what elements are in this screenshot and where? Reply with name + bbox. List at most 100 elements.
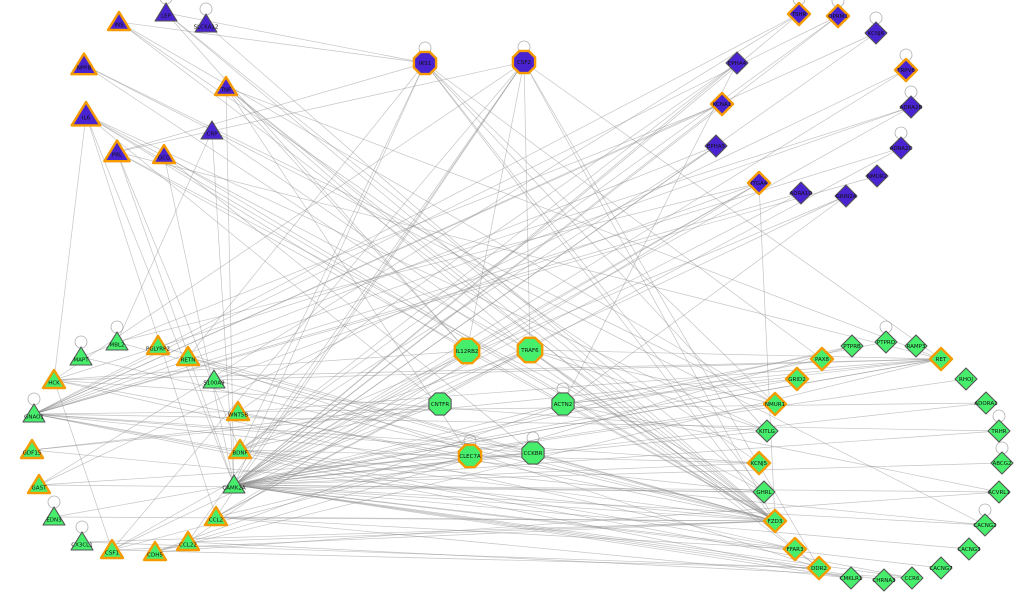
edge-ITGA4-CAMK2A	[233, 182, 760, 486]
node-KCNJ5[interactable]: KCNJ5	[746, 450, 772, 476]
node-shape	[762, 508, 788, 534]
node-INS[interactable]: INS	[106, 10, 132, 32]
node-CACNG7[interactable]: CACNG7	[929, 556, 953, 580]
node-GNAO1[interactable]: GNAO1	[22, 403, 46, 423]
node-shape	[746, 450, 772, 476]
node-shape	[900, 566, 924, 590]
node-RHOJ[interactable]: RHOJ	[954, 367, 978, 391]
edge-TRPV6-CAMK2A	[233, 69, 907, 486]
edge-CRP-MBL2	[116, 130, 213, 343]
edge-ITGA4-MBL2	[116, 182, 760, 343]
node-WNT5B[interactable]: WNT5B	[225, 400, 251, 422]
edge-PRL-FZD3	[116, 151, 776, 522]
edge-BDNF-FZD3	[239, 449, 776, 522]
node-ITGA4[interactable]: ITGA4	[746, 170, 772, 196]
node-CHRNA3[interactable]: CHRNA3	[872, 568, 896, 592]
edge-GDF15-FZD3	[31, 449, 776, 522]
node-LEP[interactable]: LEP	[154, 2, 178, 22]
node-shape	[175, 530, 201, 552]
node-ADRA2B[interactable]: ADRA2B	[899, 95, 923, 119]
node-CCR6[interactable]: CCR6	[900, 566, 924, 590]
node-shape	[755, 419, 779, 443]
node-ACVRL1[interactable]: ACVRL1	[987, 480, 1011, 504]
node-GRID2[interactable]: GRID2	[784, 366, 810, 392]
self-loop-MBL2	[110, 320, 124, 334]
edge-EPHA4-BDNF	[239, 62, 738, 451]
node-CX3CL1[interactable]: CX3CL1	[70, 531, 94, 551]
edge-CSF2-HCK	[53, 61, 525, 381]
node-ADRA1D[interactable]: ADRA1D	[789, 181, 813, 205]
node-CACNG2[interactable]: CACNG2	[973, 513, 997, 537]
node-CLEC7A[interactable]: CLEC7A	[457, 443, 483, 469]
node-RET[interactable]: RET	[928, 346, 954, 372]
node-NPPB[interactable]: NPPB	[70, 52, 98, 76]
edge-CCL22-FZD3	[187, 520, 776, 543]
edge-RETN-DDR2	[187, 356, 820, 569]
node-MBL2[interactable]: MBL2	[105, 331, 129, 351]
node-CCL22[interactable]: CCL22	[175, 530, 201, 552]
node-ADRA2C[interactable]: ADRA2C	[889, 136, 913, 160]
node-GHRL[interactable]: GHRL	[752, 480, 776, 504]
edge-IL12RB2-CCL22	[187, 350, 468, 543]
node-GAST[interactable]: GAST	[26, 473, 52, 495]
node-shape	[145, 334, 171, 356]
node-MAPT[interactable]: MAPT	[69, 346, 93, 366]
edge-GRIN2A-BDNF	[239, 195, 847, 451]
edge-GRIN2A-CAMK2A	[233, 195, 847, 486]
node-IL6[interactable]: IL6	[70, 100, 102, 127]
node-shape	[987, 419, 1011, 443]
edge-CAMK2A-CHRNA3	[233, 484, 885, 581]
node-EPHA4[interactable]: EPHA4	[725, 51, 749, 75]
node-PRL[interactable]: PRL	[103, 139, 131, 163]
node-ACTN2[interactable]: ACTN2	[551, 392, 575, 416]
node-CCKBR[interactable]: CCKBR	[521, 441, 545, 465]
edge-MAPT-FZD3	[80, 356, 776, 522]
node-S100A9[interactable]: S100A9	[202, 369, 226, 389]
edge-CAMK2A-TRHR	[233, 430, 1000, 486]
node-TRHR[interactable]: TRHR	[987, 419, 1011, 443]
node-IL12RB2[interactable]: IL12RB2	[453, 337, 481, 365]
edge-IRS1-BDNF	[239, 62, 426, 451]
node-CMKLR1[interactable]: CMKLR1	[839, 566, 863, 590]
node-HCK[interactable]: HCK	[41, 368, 67, 390]
node-KITLG[interactable]: KITLG	[755, 419, 779, 443]
node-CNTFR[interactable]: CNTFR	[428, 392, 452, 416]
edge-OPRM1-BDNF	[239, 15, 839, 451]
node-CACNG3[interactable]: CACNG3	[957, 537, 981, 561]
edge-INS-IRS1	[118, 21, 426, 64]
edge-layer	[31, 12, 1003, 581]
node-OPRM1[interactable]: OPRM1	[825, 3, 851, 29]
edge-CAMK2A-PAX8	[233, 358, 823, 486]
node-ADORA1[interactable]: ADORA1	[974, 391, 998, 415]
node-SLC6A12[interactable]: SLC6A12	[194, 13, 219, 33]
node-CSF2[interactable]: CSF2	[511, 49, 537, 75]
node-RETN[interactable]: RETN	[175, 345, 201, 367]
node-shape	[809, 346, 835, 372]
node-NMUR2[interactable]: NMUR2	[865, 164, 889, 188]
node-shape	[103, 139, 131, 163]
node-CCL2[interactable]: CCL2	[203, 505, 229, 527]
edge-IRS1-FZD3	[424, 62, 776, 522]
node-IRS1[interactable]: IRS1	[412, 50, 438, 76]
self-loop-EDN3	[47, 495, 61, 509]
node-TRPV6[interactable]: TRPV6	[893, 57, 919, 83]
node-TRAF6[interactable]: TRAF6	[516, 336, 544, 364]
node-shape	[893, 57, 919, 83]
node-KCNJ6[interactable]: KCNJ6	[864, 21, 888, 45]
node-EPHA5[interactable]: EPHA5	[704, 134, 728, 158]
edge-EDN3-RET	[53, 358, 942, 518]
node-EDN3[interactable]: EDN3	[42, 506, 66, 526]
node-shape	[704, 134, 728, 158]
edge-GNAO1-CCR6	[33, 413, 913, 579]
node-TSHR[interactable]: TSHR	[786, 1, 812, 27]
edge-TRAF6-FZD3	[529, 349, 776, 522]
edge-CCL22-CCR6	[187, 541, 913, 579]
node-ABCG2[interactable]: ABCG2	[990, 451, 1014, 475]
node-RAMP3[interactable]: RAMP3	[904, 334, 928, 358]
node-FFAR3[interactable]: FFAR3	[782, 536, 808, 562]
edge-CX3CL1-DDR2	[81, 541, 820, 569]
node-PTPRO[interactable]: PTPRO	[874, 330, 898, 354]
node-GRIN2A[interactable]: GRIN2A	[834, 184, 858, 208]
